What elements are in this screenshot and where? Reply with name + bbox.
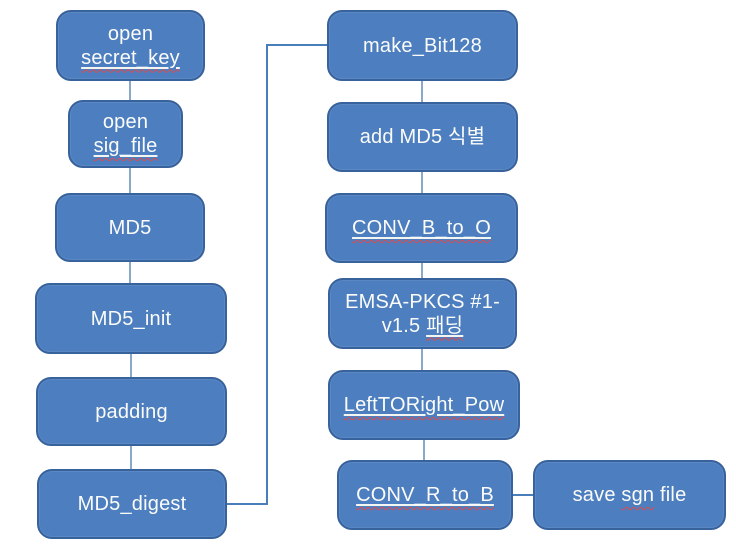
- connector-convrtob-savesgn: [512, 494, 534, 496]
- connector-makebit128-addmd5: [421, 80, 423, 103]
- node-md5-digest[interactable]: MD5_digest: [37, 469, 227, 539]
- node-md5-init[interactable]: MD5_init: [35, 283, 227, 354]
- connector-md5init-padding: [130, 354, 132, 378]
- node-label: MD5_init: [90, 307, 172, 330]
- node-conv-r-to-b[interactable]: CONV_R_to_B: [337, 460, 513, 530]
- node-label: make_Bit128: [363, 34, 482, 57]
- node-label: LeftTORight_Pow: [343, 394, 505, 416]
- node-label: EMSA-PKCS #1-: [345, 290, 500, 313]
- node-left-to-right-pow[interactable]: LeftTORight_Pow: [328, 370, 520, 440]
- node-md5[interactable]: MD5: [55, 193, 205, 262]
- node-label: padding: [95, 400, 168, 423]
- connector-md5digest-makebit128-seg-h2: [266, 44, 327, 46]
- node-add-md5-identifier[interactable]: add MD5 식별: [327, 102, 518, 172]
- node-label: MD5_digest: [77, 493, 187, 515]
- node-label: v1.5 패딩: [381, 314, 464, 337]
- connector-lefttoright-convrtob: [423, 439, 425, 461]
- node-label: MD5: [108, 216, 152, 239]
- connector-addmd5-convbtoo: [421, 171, 423, 194]
- node-save-sgn-file[interactable]: save sgn file: [533, 460, 726, 530]
- node-open-secret-key[interactable]: open secret_key: [56, 10, 205, 81]
- node-label: add MD5 식별: [359, 126, 486, 148]
- connector-md5digest-makebit128-seg-h1: [227, 503, 267, 505]
- connector-emsa-lefttoright: [421, 348, 423, 371]
- connector-md5digest-makebit128-seg-v: [266, 44, 268, 505]
- connector-padding-md5digest: [130, 445, 132, 470]
- connector-secretkey-sigfile: [129, 81, 131, 101]
- connector-sigfile-md5: [129, 168, 131, 194]
- node-make-bit128[interactable]: make_Bit128: [327, 10, 518, 81]
- node-emsa-pkcs-padding[interactable]: EMSA-PKCS #1- v1.5 패딩: [328, 278, 517, 349]
- node-conv-b-to-o[interactable]: CONV_B_to_O: [325, 193, 518, 263]
- node-label: open: [107, 22, 154, 45]
- connector-md5-md5init: [129, 262, 131, 284]
- node-label: secret_key: [81, 46, 180, 69]
- node-padding[interactable]: padding: [36, 377, 227, 446]
- connector-convbtoo-emsa: [421, 262, 423, 279]
- node-label: CONV_R_to_B: [356, 484, 494, 506]
- node-open-sig-file[interactable]: open sig_file: [68, 100, 183, 168]
- node-label: sig_file: [93, 135, 158, 157]
- node-label: CONV_B_to_O: [352, 217, 491, 239]
- node-label: open: [102, 111, 149, 133]
- node-label: save sgn file: [572, 484, 687, 506]
